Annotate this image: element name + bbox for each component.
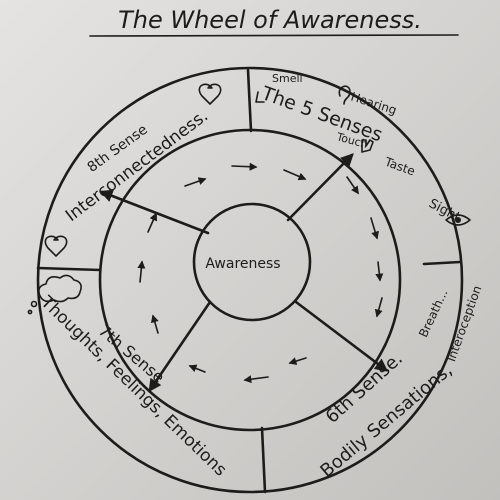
flow-arrow: [184, 177, 207, 187]
rim-divider-right: [422, 260, 462, 266]
flow-arrow: [188, 364, 206, 373]
eye-icon: [445, 214, 471, 226]
spoke-top-right: [286, 153, 354, 222]
flow-arrow: [231, 162, 258, 171]
flow-arrow: [374, 297, 383, 318]
spoke-bottom-left: [148, 300, 212, 393]
ear-icon: [338, 85, 351, 105]
hub-circle: [192, 202, 312, 322]
sense-smell-label: Smell: [272, 72, 303, 85]
flow-arrow: [137, 260, 146, 283]
flow-arrow: [283, 169, 307, 181]
hand-icon: [361, 139, 374, 153]
hub-label: Awareness: [205, 256, 280, 272]
flow-arrow: [375, 261, 384, 282]
flow-arrow: [346, 176, 359, 195]
nose-icon: [255, 91, 265, 103]
spoke-bottom-right: [294, 300, 389, 372]
heart-icon: [44, 235, 68, 257]
flow-arrow: [243, 375, 269, 384]
flow-arrow: [150, 314, 159, 334]
thought-cloud-icon: [27, 274, 82, 315]
spoke-top-left: [99, 189, 210, 235]
heart-icon: [198, 83, 222, 105]
rim-divider-left: [36, 266, 102, 272]
circulation-arrows: [137, 162, 384, 384]
flow-arrow: [370, 217, 379, 240]
rim-divider-bottom: [260, 426, 267, 494]
flow-arrow: [288, 357, 307, 365]
title-underline: [89, 34, 459, 37]
rim-divider-top: [246, 68, 253, 133]
page-title: The Wheel of Awareness.: [118, 6, 422, 34]
flow-arrow: [147, 212, 158, 233]
outer-rim: [36, 66, 464, 494]
